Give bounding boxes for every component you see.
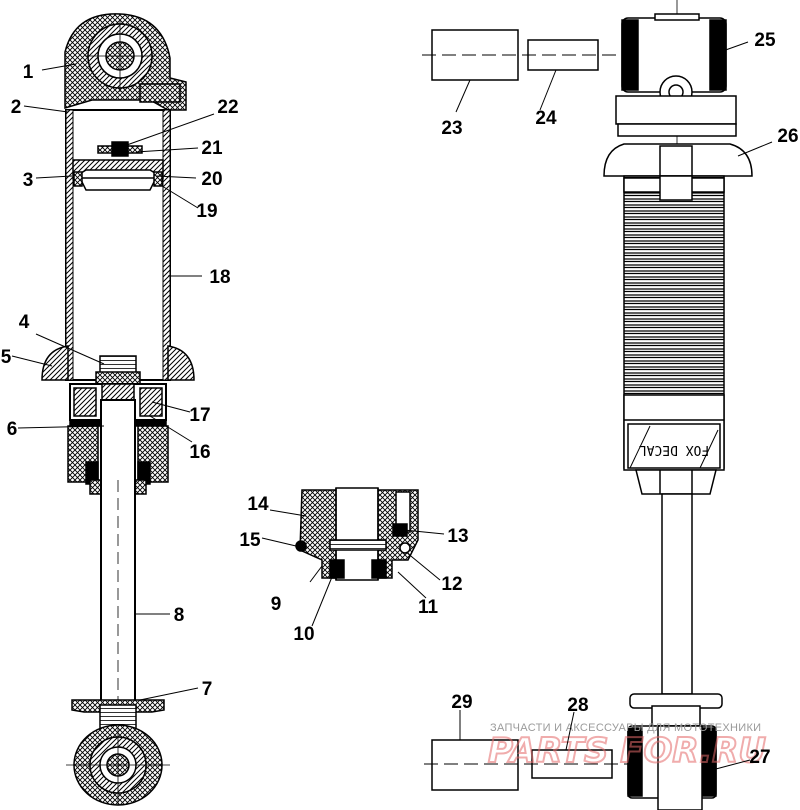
decal-text: FOX DECAL xyxy=(639,442,710,457)
callout-21: 21 xyxy=(201,138,223,159)
callout-16: 16 xyxy=(189,442,210,463)
callout-20: 20 xyxy=(201,169,222,190)
callout-23: 23 xyxy=(441,118,462,139)
fox-decal: FOX DECAL xyxy=(627,423,721,469)
callout-3: 3 xyxy=(23,170,34,191)
watermark-caption: ЗАПЧАСТИ И АКСЕССУАРЫ ДЛЯ МОТОТЕХНИКИ xyxy=(490,722,761,734)
assembled-shock: FOX DECAL xyxy=(603,0,753,810)
callout-9: 9 xyxy=(271,594,282,615)
callout-8: 8 xyxy=(174,605,185,626)
callout-13: 13 xyxy=(447,526,468,547)
callout-18: 18 xyxy=(209,267,230,288)
callout-27: 27 xyxy=(749,747,770,768)
callout-28: 28 xyxy=(567,695,588,716)
bushings xyxy=(422,29,640,791)
right-shaft xyxy=(661,493,693,695)
callout-26: 26 xyxy=(777,126,798,147)
callout-2: 2 xyxy=(11,97,22,118)
spring-collar xyxy=(41,345,69,381)
watermark: ЗАПЧАСТИ И АКСЕССУАРЫ ДЛЯ МОТОТЕХНИКИ PA… xyxy=(487,722,767,772)
sectioned-shock xyxy=(41,13,195,806)
floating-piston xyxy=(72,159,164,180)
callout-10: 10 xyxy=(293,624,314,645)
callout-15: 15 xyxy=(239,530,261,551)
callout-numbers: 1 2 3 4 5 6 7 8 9 10 11 12 13 14 15 16 1… xyxy=(1,30,799,768)
callout-1: 1 xyxy=(23,62,34,83)
callout-6: 6 xyxy=(7,419,18,440)
callout-11: 11 xyxy=(418,597,439,618)
leader-lines xyxy=(11,41,773,771)
callout-5: 5 xyxy=(1,347,12,368)
callout-17: 17 xyxy=(189,405,210,426)
callout-22: 22 xyxy=(217,97,238,118)
callout-19: 19 xyxy=(196,201,217,222)
watermark-logo: PARTS FOR.RU xyxy=(488,731,766,771)
callout-14: 14 xyxy=(247,494,269,515)
callout-25: 25 xyxy=(754,30,776,51)
seal-head-detail xyxy=(295,487,419,581)
sleeve-29 xyxy=(431,739,519,791)
callout-24: 24 xyxy=(535,108,557,129)
callout-7: 7 xyxy=(202,679,213,700)
callout-4: 4 xyxy=(19,312,30,333)
callout-12: 12 xyxy=(441,574,462,595)
callout-29: 29 xyxy=(451,692,472,713)
